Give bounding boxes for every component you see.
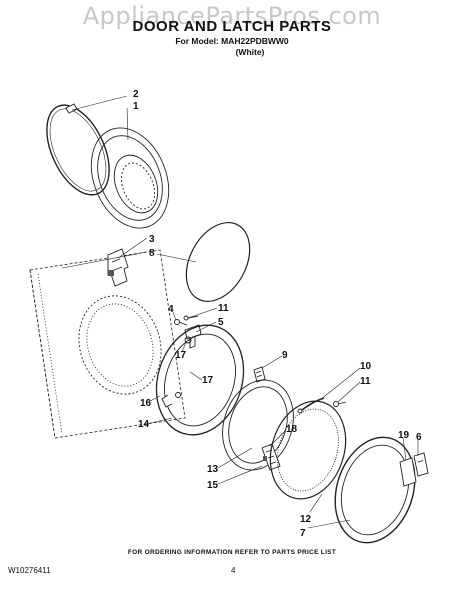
front-panel-outline: [29, 249, 186, 439]
callout-18: 18: [286, 424, 298, 435]
door-latch-switch-part: [107, 248, 129, 287]
callout-1: 1: [133, 101, 139, 112]
strike-screw-part: [174, 315, 199, 326]
callout-10: 10: [360, 361, 372, 372]
page-number: 4: [231, 566, 236, 575]
callout-12: 12: [300, 514, 312, 525]
callout-17-upper: 17: [175, 350, 187, 361]
callout-16: 16: [140, 398, 152, 409]
diagram-title: DOOR AND LATCH PARTS: [132, 18, 332, 35]
callout-2: 2: [133, 89, 139, 100]
door-strike-part: [184, 324, 202, 349]
callout-6: 6: [416, 432, 422, 443]
door-hinge-part: [261, 443, 281, 471]
outer-door-ring-part: [334, 436, 416, 544]
callout-19: 19: [398, 430, 410, 441]
leader-lines: [61, 95, 419, 529]
handle-clip-part: [253, 366, 266, 383]
front-panel-opening: [78, 295, 162, 395]
callout-9: 9: [282, 350, 288, 361]
ordering-note: FOR ORDERING INFORMATION REFER TO PARTS …: [127, 549, 337, 556]
hinge-pin-part: [297, 397, 347, 414]
callout-labels: 2 1 3 8 4 11 5 17 9 17 10 11 16 14 18 13…: [133, 89, 422, 539]
callout-5: 5: [218, 317, 224, 328]
door-bellows-part: [90, 127, 170, 229]
callout-15: 15: [207, 480, 219, 491]
callout-7: 7: [300, 528, 306, 539]
door-glass-part: [222, 379, 294, 471]
callout-17-lower: 17: [202, 375, 214, 386]
callout-14: 14: [138, 419, 150, 430]
door-handle-part: [399, 452, 429, 487]
model-number: For Model: MAH22PDBWW0: [175, 36, 289, 46]
callout-11-lower: 11: [360, 376, 371, 387]
inner-glass-part: [185, 222, 251, 302]
callout-11-upper: 11: [218, 303, 229, 314]
clamp-ring-part: [46, 103, 110, 196]
document-id: W10276411: [8, 566, 51, 575]
model-color: (White): [235, 47, 265, 57]
watermark-text: AppliancePartsPros.com: [82, 2, 382, 30]
door-inner-panel-part: [269, 400, 347, 500]
outer-door-frame-part: [155, 324, 245, 436]
callout-4: 4: [168, 304, 174, 315]
callout-8: 8: [149, 248, 155, 259]
callout-3: 3: [149, 234, 155, 245]
callout-13: 13: [207, 464, 219, 475]
